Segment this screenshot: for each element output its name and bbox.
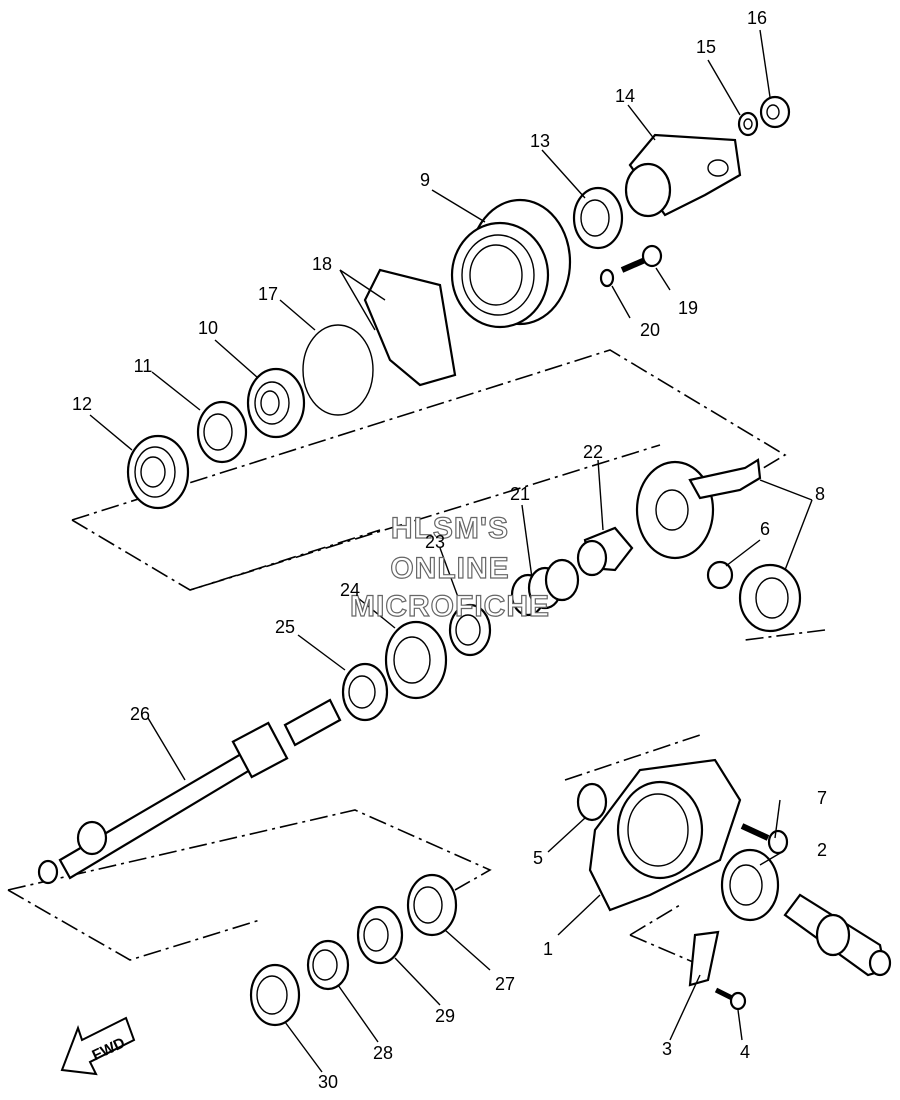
callout-7: 7 <box>817 788 827 808</box>
collar-23 <box>448 603 492 657</box>
nut-6 <box>706 560 734 590</box>
callout-25: 25 <box>275 617 295 637</box>
bolt-19 <box>620 244 663 273</box>
callout-1: 1 <box>543 939 553 959</box>
watermark: HLSM'S ONLINE MICROFICHE <box>349 511 550 623</box>
callout-8: 8 <box>815 484 825 504</box>
callout-14: 14 <box>615 86 635 106</box>
callout-19: 19 <box>678 298 698 318</box>
yoke-14 <box>624 133 742 218</box>
washer-20 <box>599 268 615 288</box>
case-1 <box>588 758 742 912</box>
seal-13 <box>572 186 624 250</box>
collar-22 <box>576 526 634 577</box>
shim-18 <box>363 268 457 387</box>
screw-4 <box>714 987 747 1011</box>
bearing-12 <box>126 434 190 510</box>
callout-29: 29 <box>435 1006 455 1026</box>
bearing-2 <box>720 848 780 922</box>
watermark-line-1: HLSM'S <box>391 512 509 545</box>
washer-15 <box>737 111 759 137</box>
callout-21: 21 <box>510 484 530 504</box>
seal-30 <box>249 963 301 1027</box>
callout-10: 10 <box>198 318 218 338</box>
callout-28: 28 <box>373 1043 393 1063</box>
callout-labels: 1 2 3 4 5 6 7 8 9 10 11 12 13 14 15 16 1… <box>72 8 827 1092</box>
gear-8 <box>635 458 802 633</box>
nut-16 <box>759 95 791 129</box>
o-ring-5 <box>576 782 608 822</box>
ring-nut-11 <box>196 400 248 464</box>
bearing-27 <box>406 873 458 937</box>
leader-lines <box>89 29 813 1073</box>
callout-18: 18 <box>312 254 332 274</box>
housing-9 <box>450 198 572 329</box>
callout-24: 24 <box>340 580 360 600</box>
fwd-arrow-icon: FWD <box>60 1016 136 1076</box>
ring-nut-29 <box>356 905 404 965</box>
watermark-line-2: ONLINE <box>390 552 509 585</box>
plate-3 <box>688 930 720 987</box>
callout-20: 20 <box>640 320 660 340</box>
callout-22: 22 <box>583 442 603 462</box>
callout-6: 6 <box>760 519 770 539</box>
callout-9: 9 <box>420 170 430 190</box>
bearing-10 <box>246 367 306 439</box>
output-shaft <box>783 893 892 977</box>
collar-28 <box>306 939 350 991</box>
callout-16: 16 <box>747 8 767 28</box>
callout-3: 3 <box>662 1039 672 1059</box>
callout-4: 4 <box>740 1042 750 1062</box>
callout-17: 17 <box>258 284 278 304</box>
callout-12: 12 <box>72 394 92 414</box>
callout-5: 5 <box>533 848 543 868</box>
bearing-24 <box>384 620 448 700</box>
spring-21 <box>510 558 580 617</box>
callout-27: 27 <box>495 974 515 994</box>
group-outlines <box>7 349 826 966</box>
callout-11: 11 <box>134 356 153 376</box>
bolt-7 <box>740 823 789 855</box>
callout-26: 26 <box>130 704 150 724</box>
watermark-line-3: MICROFICHE <box>350 590 550 623</box>
callout-30: 30 <box>318 1072 338 1092</box>
callout-13: 13 <box>530 131 550 151</box>
callout-23: 23 <box>425 532 445 552</box>
seal-25 <box>341 662 389 722</box>
shaft-26 <box>37 698 342 885</box>
o-ring-17 <box>302 324 374 416</box>
callout-2: 2 <box>817 840 827 860</box>
callout-15: 15 <box>696 37 716 57</box>
